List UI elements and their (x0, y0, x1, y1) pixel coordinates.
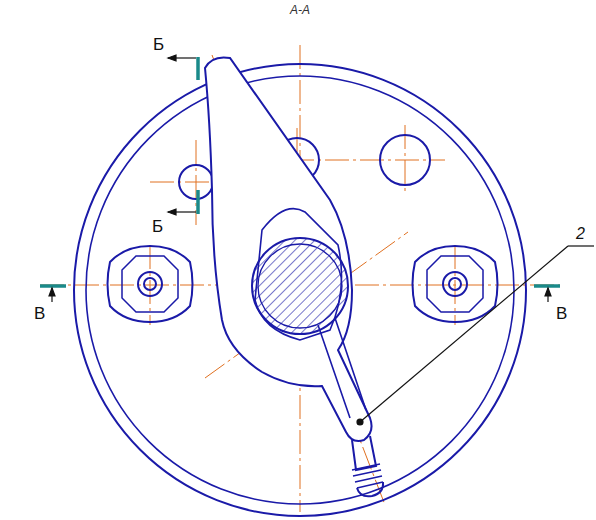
section-title: А-А (290, 4, 310, 16)
section-letter: Б (153, 36, 164, 53)
callout-number: 2 (576, 226, 585, 242)
section-letter: Б (152, 218, 163, 235)
section-letter: В (556, 305, 567, 322)
section-letter: В (34, 305, 45, 322)
